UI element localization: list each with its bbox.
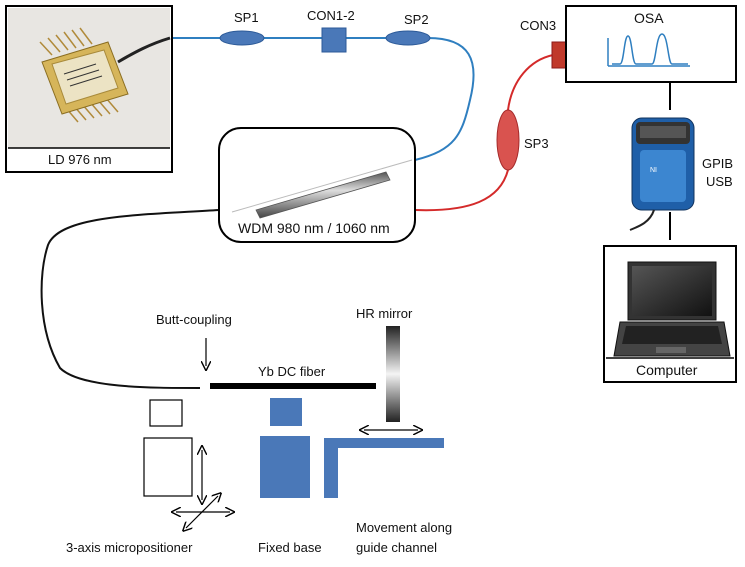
micropositioner-label: 3-axis micropositioner <box>66 540 193 555</box>
guide-channel-vertical <box>324 438 338 498</box>
osa-label: OSA <box>634 10 664 26</box>
gpib-label: GPIB <box>702 156 734 171</box>
fixed-base-label: Fixed base <box>258 540 322 555</box>
con12-connector <box>321 27 347 53</box>
sp1-label: SP1 <box>234 10 259 25</box>
computer-label: Computer <box>636 362 698 378</box>
sp3-splice <box>496 109 520 171</box>
guide-channel-horizontal <box>324 438 444 448</box>
movement-label-line2: guide channel <box>356 540 437 555</box>
three-axis-arrows <box>176 450 230 528</box>
osa-box <box>565 5 737 83</box>
laser-diode-photo <box>39 27 171 123</box>
wdm-tube <box>231 159 413 219</box>
fixed-base-top <box>270 398 302 426</box>
wdm-label: WDM 980 nm / 1060 nm <box>238 220 390 236</box>
gpib-usb-adapter-icon: NI <box>629 117 695 231</box>
sp1-splice <box>219 30 265 46</box>
svg-text:NI: NI <box>650 167 657 174</box>
micropositioner-stage <box>143 437 193 497</box>
butt-coupling-label: Butt-coupling <box>156 312 232 327</box>
laptop-icon <box>613 261 731 357</box>
con12-label: CON1-2 <box>307 8 355 23</box>
hr-mirror <box>386 326 400 422</box>
yb-fiber-label: Yb DC fiber <box>258 364 326 379</box>
sp2-label: SP2 <box>404 12 429 27</box>
sp2-splice <box>385 30 431 46</box>
micropositioner-top <box>149 399 183 427</box>
spectrum-trace-icon <box>607 33 690 67</box>
black-fiber <box>40 209 220 389</box>
red-fiber <box>414 54 554 212</box>
ld-label: LD 976 nm <box>48 152 112 167</box>
blue-fiber <box>172 37 475 161</box>
con3-label: CON3 <box>520 18 557 33</box>
hr-mirror-label: HR mirror <box>356 306 413 321</box>
movement-label-line1: Movement along <box>356 520 453 535</box>
sp3-label: SP3 <box>524 136 549 151</box>
usb-label: USB <box>706 174 733 189</box>
yb-fiber-bar <box>210 383 376 389</box>
fixed-base-block <box>260 436 310 498</box>
